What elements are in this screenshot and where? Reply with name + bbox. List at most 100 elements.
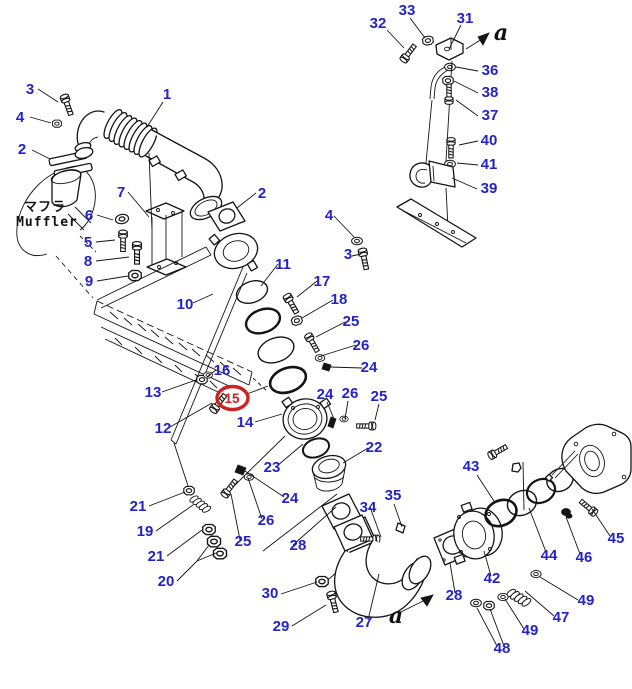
callout-26: 26 [353,337,370,354]
callout-1: 1 [163,86,171,103]
view-label-a-bottom: a [389,603,403,629]
callout-24c: 24 [282,490,299,507]
callout-30: 30 [262,585,279,602]
callout-4b: 4 [325,207,334,224]
washer-48a [470,598,482,608]
washer-4a [52,119,62,128]
callout-23: 23 [264,459,281,476]
component-label-en: Muffler [16,215,78,230]
washer-6 [114,212,130,226]
callout-34: 34 [360,499,377,516]
nut-18 [289,314,304,327]
callout-24: 24 [361,359,378,376]
callout-25b: 25 [371,388,388,405]
bolt-5 [118,229,128,253]
bellows-section [103,108,158,158]
stud-24b [327,416,337,429]
callout-24b: 24 [317,386,334,403]
bolt-17 [281,291,302,316]
bolt-43 [486,442,510,461]
bolt-3b [357,246,372,271]
callout-28b: 28 [446,587,463,604]
washer-9 [128,269,142,282]
leader-lines [29,17,611,647]
callout-14: 14 [237,414,254,431]
callout-2b: 2 [258,185,266,202]
callout-35: 35 [385,487,402,504]
muffler-inlet-stub [50,169,82,208]
upper-bracket-assembly [396,35,477,248]
callout-37: 37 [482,107,499,124]
callout-32: 32 [370,15,387,32]
elbow-pipe-group [333,514,474,618]
callout-21b: 21 [148,548,165,565]
callout-26c: 26 [258,512,275,529]
callout-15-highlighted: 15 [224,391,240,406]
callout-7: 7 [117,184,125,201]
callout-40: 40 [481,132,498,149]
callout-43: 43 [463,458,480,475]
nut-20a [206,535,222,548]
arrowhead-icon [420,594,434,607]
clip-35 [395,522,406,534]
callout-36: 36 [482,62,499,79]
bolt-37 [444,83,454,105]
view-label-a-top: a [494,20,508,46]
view-arrow-bottom [400,594,434,613]
fasteners [52,92,377,614]
bolt-3a [59,92,76,117]
bolt-21b [202,523,216,536]
callout-33: 33 [399,2,416,19]
bolt-40 [446,137,456,159]
mount-bracket [145,202,187,276]
callout-49b: 49 [522,622,539,639]
bolt-25c [219,477,240,500]
callout-5: 5 [84,234,92,251]
spring-19 [188,491,213,517]
callout-46: 46 [576,549,593,566]
flange-clamp-chain [207,201,362,530]
oring-15 [268,365,308,395]
callout-29: 29 [273,618,290,635]
callout-31: 31 [457,10,474,27]
callout-28: 28 [290,537,307,554]
callout-19: 19 [137,523,154,540]
callout-20: 20 [158,573,175,590]
callout-25c: 25 [235,533,252,550]
nut-30 [315,575,329,588]
callout-27: 27 [356,614,373,631]
washer-49b [530,569,542,579]
highlight-circle [215,384,250,412]
nut-21a [183,485,195,496]
bolt-25a [303,331,322,355]
callout-11: 11 [275,256,291,273]
stud-24a [321,362,332,372]
callout-labels: 3 4 2 1 7 6 5 8 9 10 16 13 12 14 2 4 3 1… [16,2,625,657]
callout-38: 38 [482,84,499,101]
callout-49: 49 [578,592,595,609]
component-label-jp: マフラ [24,200,66,215]
washer-36 [444,62,456,72]
clamp-14 [281,396,332,440]
washer-16 [203,371,213,379]
washer-49a [497,592,509,602]
callout-2: 2 [18,141,26,158]
bolt-25b [356,421,377,431]
callout-4: 4 [16,109,25,126]
callout-48: 48 [494,640,511,657]
arrowhead-icon [477,32,490,46]
connector-22 [311,454,347,492]
flexible-pipe [74,108,223,221]
bolt-8 [131,241,143,265]
turbocharger [544,423,632,495]
callout-13: 13 [145,384,162,401]
callout-18: 18 [331,291,348,308]
callout-39: 39 [481,180,498,197]
callout-42: 42 [484,570,501,587]
callout-8: 8 [84,253,92,270]
washer-26b [339,415,349,423]
callout-44: 44 [541,547,558,564]
callout-16: 16 [214,362,231,379]
